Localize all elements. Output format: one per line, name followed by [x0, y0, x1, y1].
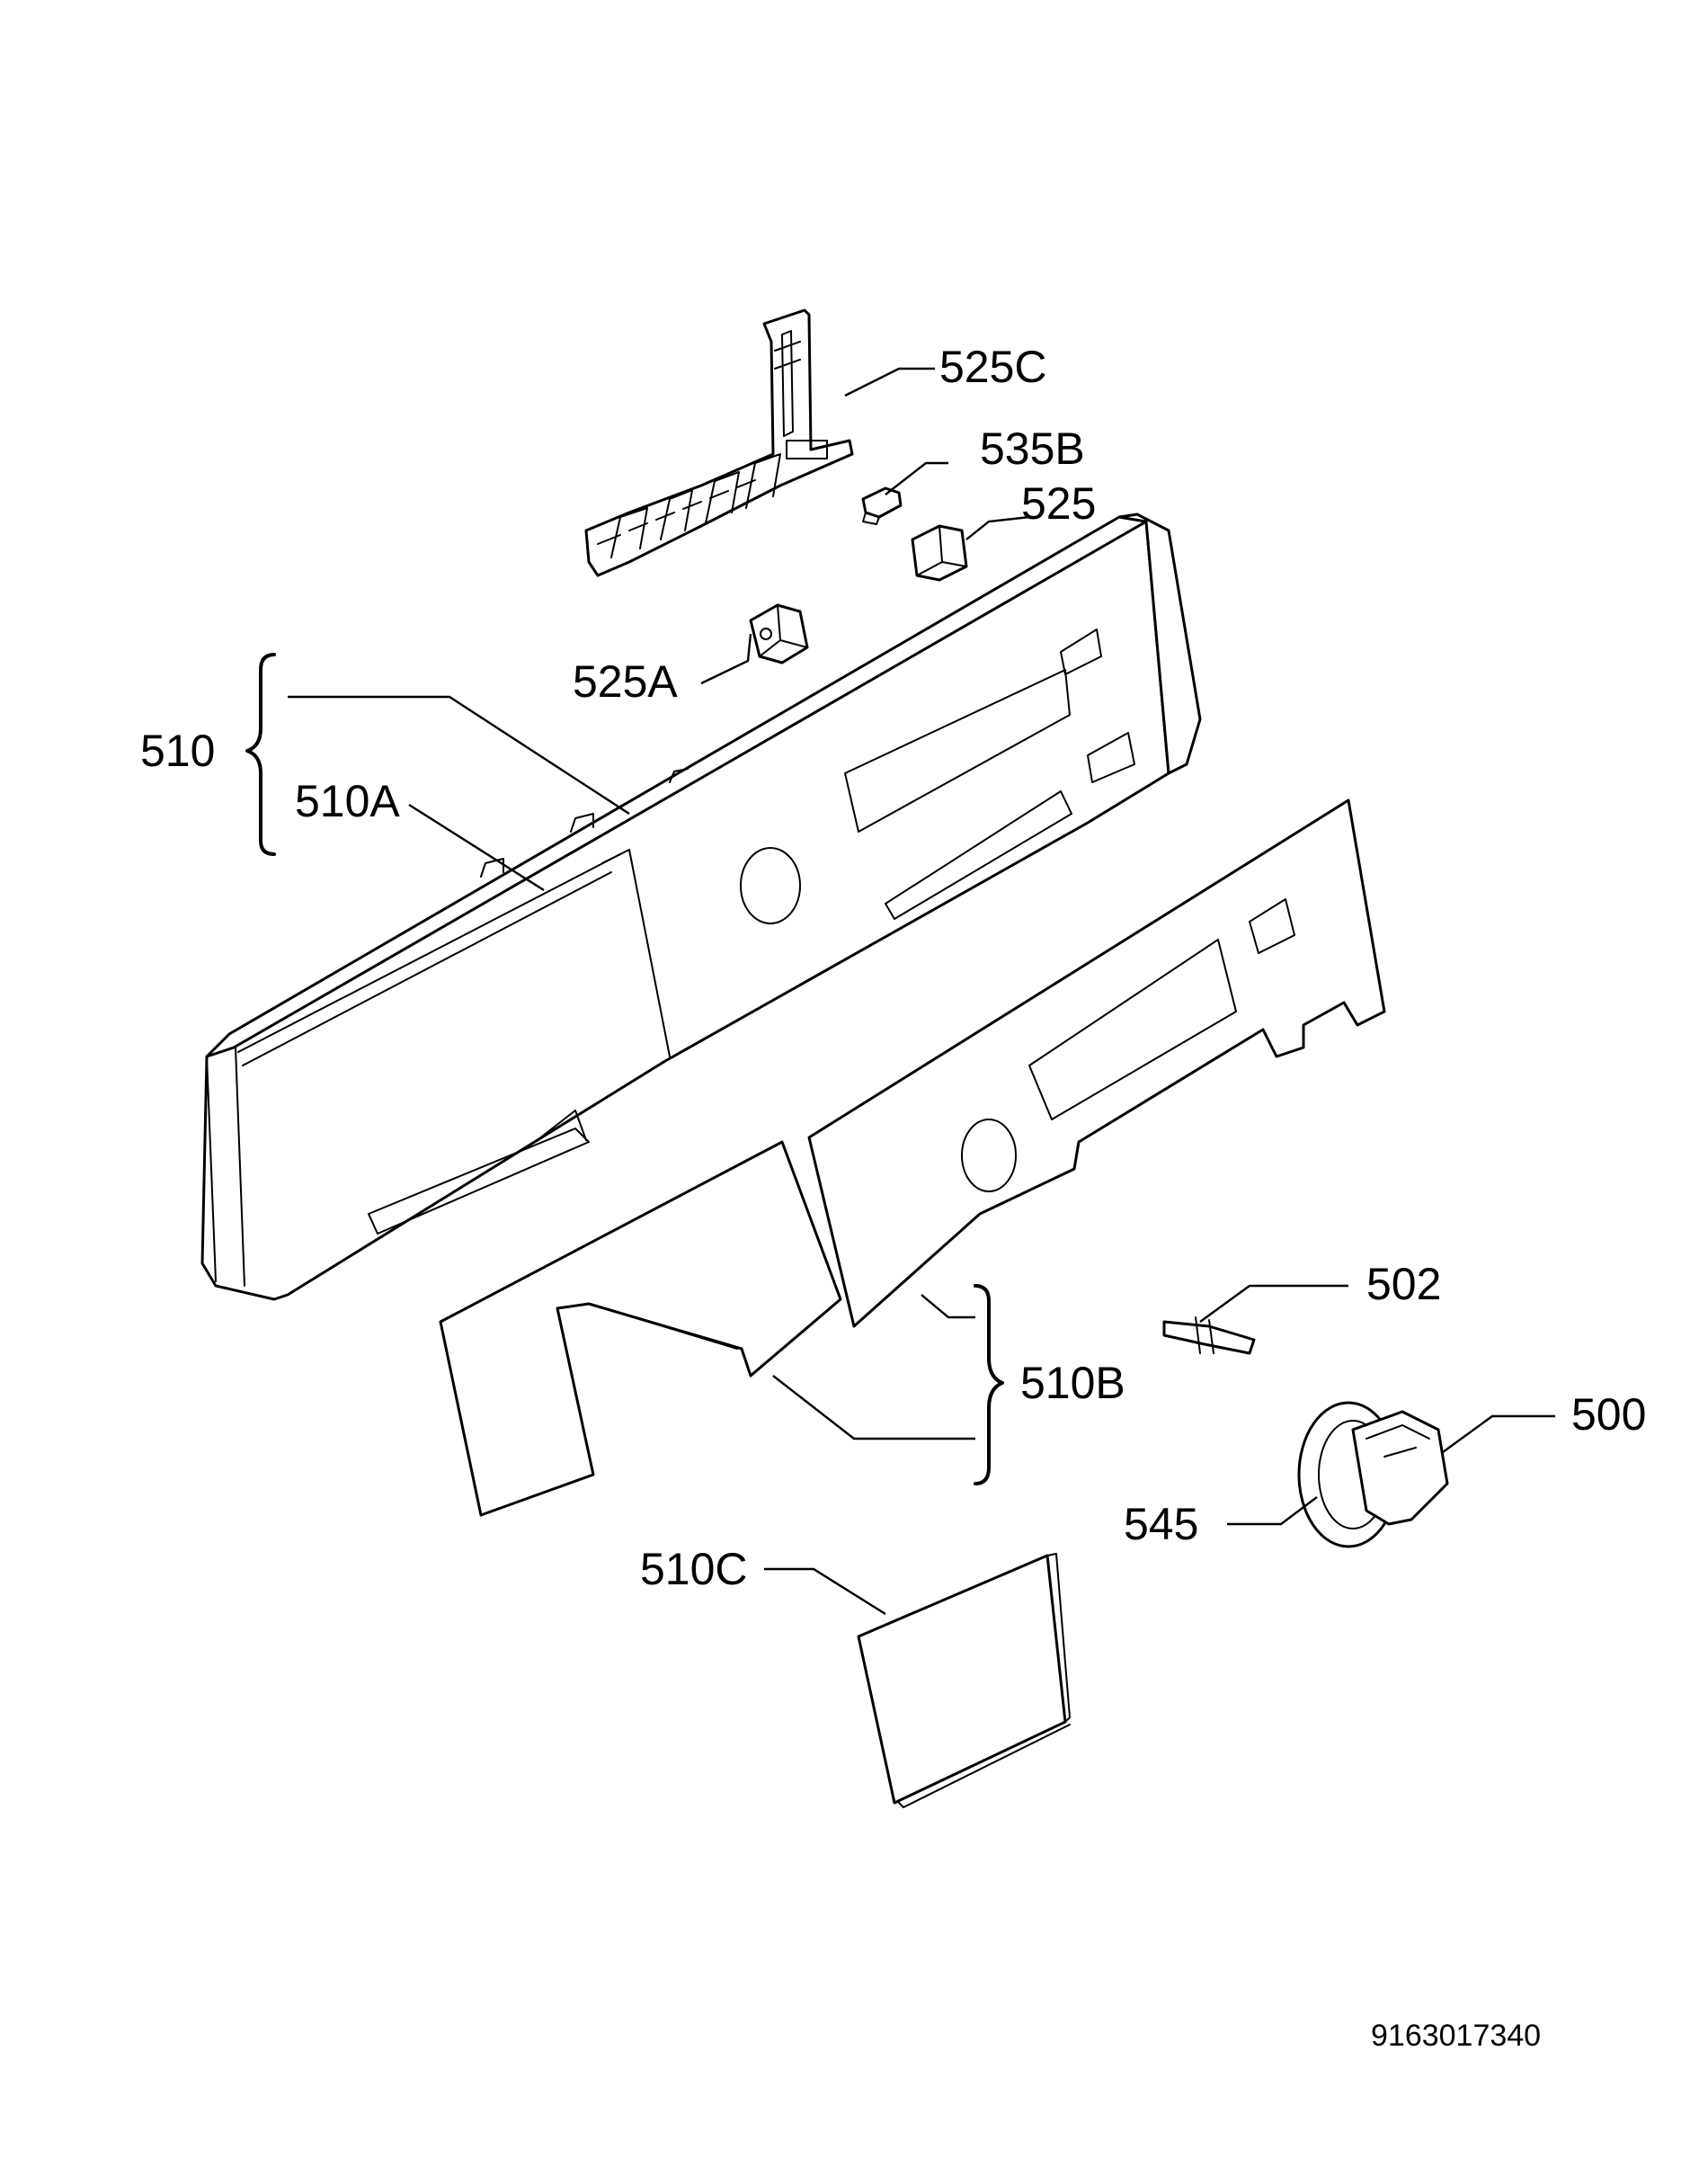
- part-525C-switch-frame: [584, 308, 854, 577]
- callout-510: 510: [140, 726, 215, 776]
- callout-502: 502: [1366, 1259, 1441, 1309]
- callout-500: 500: [1571, 1389, 1646, 1440]
- callout-545: 545: [1124, 1499, 1198, 1549]
- part-510B-overlay-left: [439, 1140, 842, 1517]
- callout-510C: 510C: [640, 1544, 748, 1594]
- document-number: 9163017340: [1371, 2019, 1541, 2053]
- callout-525C: 525C: [939, 342, 1047, 392]
- callout-525: 525: [1021, 478, 1096, 529]
- callout-525A: 525A: [573, 656, 678, 707]
- leader-lines: [288, 367, 1555, 1616]
- part-525-button: [911, 524, 968, 582]
- part-502-pin: [1162, 1316, 1256, 1355]
- brace-510B: [974, 1284, 1004, 1485]
- part-525A-button: [749, 603, 809, 664]
- callout-510B: 510B: [1020, 1358, 1125, 1408]
- callout-535B: 535B: [980, 424, 1085, 474]
- part-510C-overlay: [857, 1553, 1071, 1808]
- callout-510A: 510A: [295, 776, 400, 826]
- part-500-545-knob: [1297, 1401, 1449, 1548]
- part-510-control-panel: [200, 513, 1202, 1301]
- part-535B-clip: [861, 486, 903, 525]
- part-510B-overlay-right: [807, 798, 1386, 1328]
- brace-510: [245, 653, 276, 856]
